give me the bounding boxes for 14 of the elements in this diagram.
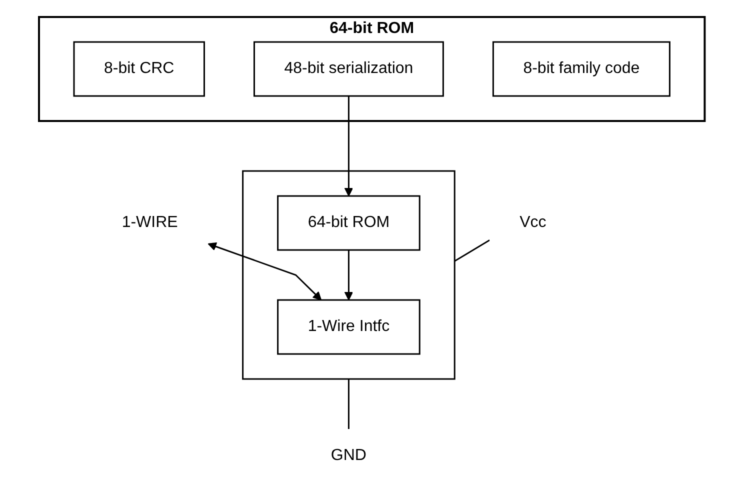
arrow xyxy=(207,242,322,300)
node-text: GND xyxy=(330,447,366,464)
connector xyxy=(454,240,490,262)
node-box: 1-Wire Intfc xyxy=(276,299,420,355)
node-box: 64-bit ROM xyxy=(276,195,420,251)
cluster xyxy=(242,170,456,380)
arrow xyxy=(344,250,353,300)
node-text: Vcc xyxy=(519,214,546,231)
node-box: 8-bit family code xyxy=(492,41,670,97)
node-text: 1-WIRE xyxy=(121,214,178,231)
arrow xyxy=(344,96,353,196)
node-box: 8-bit CRC xyxy=(72,41,205,97)
node-box: 48-bit serialization xyxy=(253,41,444,97)
connector xyxy=(348,379,350,429)
